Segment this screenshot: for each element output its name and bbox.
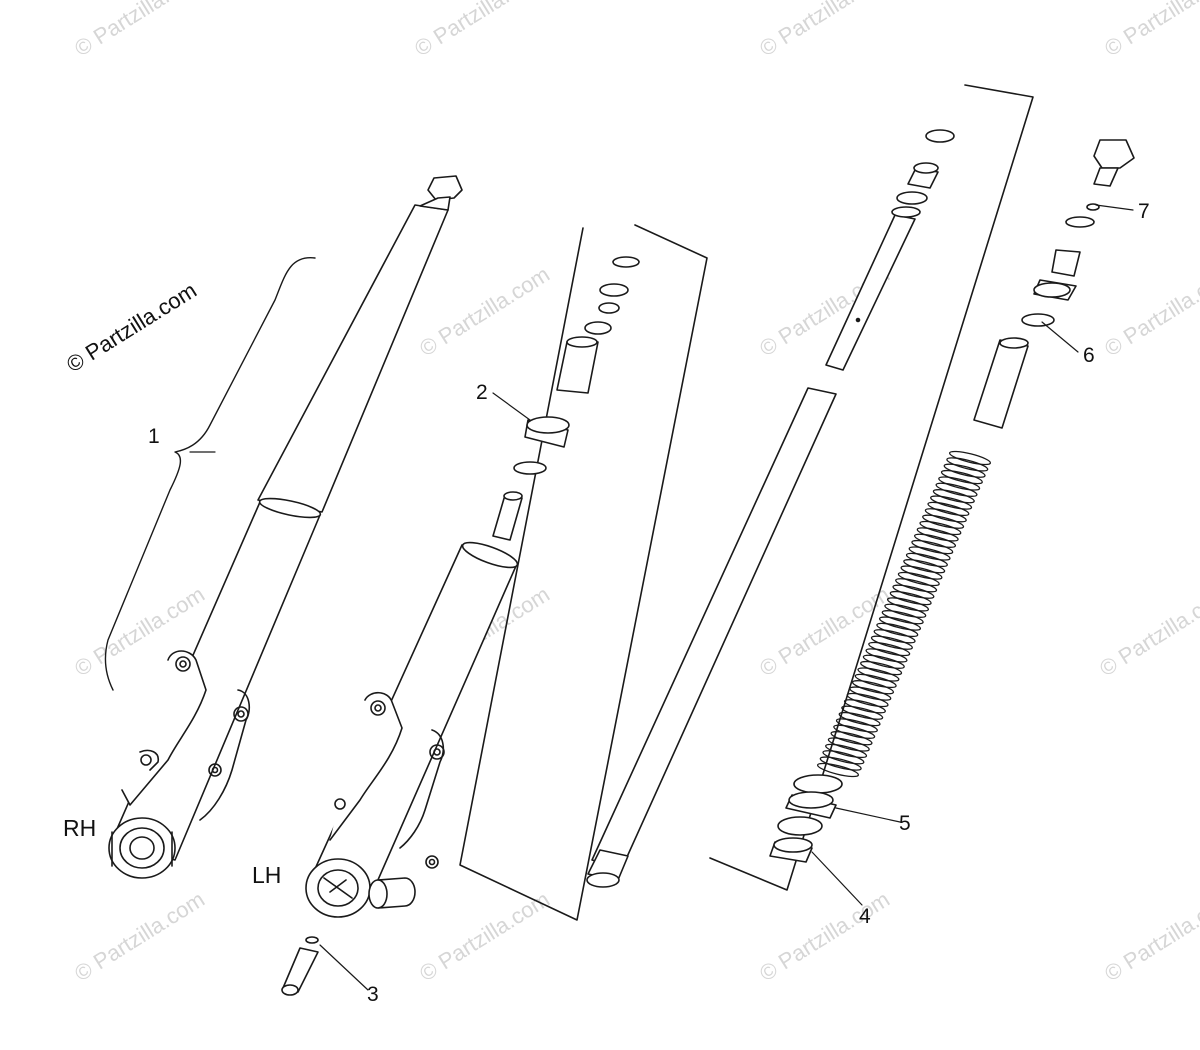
spring-coil xyxy=(860,660,903,676)
spring-coil xyxy=(843,699,886,714)
spring-coil xyxy=(892,584,935,599)
callout-7: 7 xyxy=(1138,200,1150,223)
spring-coil xyxy=(948,450,992,466)
spring-coil xyxy=(881,610,924,625)
spring-coil xyxy=(886,597,930,612)
spring-coil xyxy=(873,629,916,644)
spring-coil xyxy=(895,578,938,593)
spring-coil xyxy=(851,680,895,695)
spring-coil xyxy=(884,603,927,618)
spring-coil xyxy=(854,673,897,689)
spring-coil xyxy=(870,635,913,650)
rh-fork-assembly xyxy=(104,175,463,879)
rh-internals xyxy=(709,84,1135,891)
spring-coil xyxy=(900,565,943,580)
spring-coil xyxy=(835,718,878,733)
spring-coil xyxy=(816,762,860,778)
spring-coil xyxy=(846,692,889,708)
spring-coil xyxy=(822,750,865,765)
spring-coil xyxy=(825,743,868,759)
spring-coil xyxy=(932,489,975,504)
spring-coil xyxy=(827,737,870,752)
spring-coil xyxy=(911,539,954,555)
spring-coil xyxy=(819,756,862,771)
spring-coil xyxy=(946,457,989,472)
callout-6: 6 xyxy=(1083,344,1095,367)
spring-coil xyxy=(922,514,965,529)
spring-coil xyxy=(830,731,873,746)
callout-5: 5 xyxy=(899,812,911,835)
spring-coil xyxy=(865,648,908,663)
spring-coil xyxy=(924,508,967,523)
lh-fork-assembly xyxy=(281,541,519,996)
spring-coil xyxy=(838,711,881,727)
spring-coil xyxy=(916,527,959,542)
fork-spring xyxy=(816,450,992,778)
spring-coil xyxy=(927,501,970,517)
callout-2: 2 xyxy=(476,381,488,404)
callout-4: 4 xyxy=(859,905,871,928)
spring-coil xyxy=(935,482,978,497)
callout-3: 3 xyxy=(367,983,379,1006)
spring-coil xyxy=(849,686,892,701)
spring-coil xyxy=(905,552,948,568)
spring-coil xyxy=(938,476,981,491)
spring-coil xyxy=(913,533,957,548)
spring-coil xyxy=(857,667,900,682)
spring-coil xyxy=(919,520,962,536)
spring-coil xyxy=(889,590,932,606)
leader-lines xyxy=(189,204,1134,991)
spring-coil xyxy=(908,546,951,561)
spring-coil xyxy=(930,495,973,510)
spring-coil xyxy=(841,705,884,720)
spring-coil xyxy=(943,463,986,478)
lh-label: LH xyxy=(252,862,282,888)
spring-coil xyxy=(876,622,919,638)
spring-coil xyxy=(903,559,946,574)
rh-label: RH xyxy=(63,815,97,841)
spring-coil xyxy=(862,654,905,669)
spring-coil xyxy=(833,724,876,739)
spring-coil xyxy=(897,571,940,587)
lh-internals xyxy=(459,129,955,921)
spring-coil xyxy=(868,641,911,657)
spring-coil xyxy=(878,616,922,631)
callout-1: 1 xyxy=(148,425,160,448)
spring-coil xyxy=(940,469,983,485)
